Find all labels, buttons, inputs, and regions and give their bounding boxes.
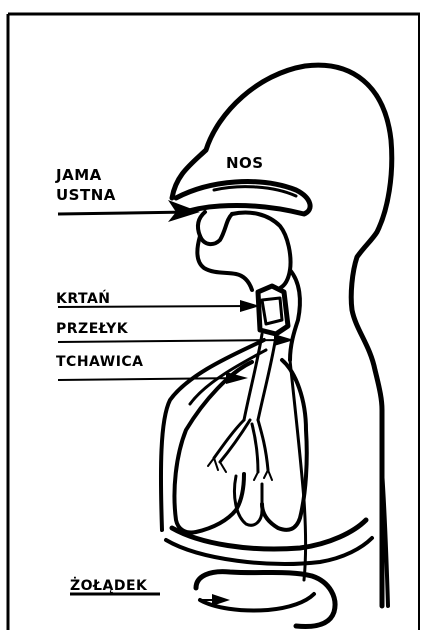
label-oral-cavity-line2: USTNA (56, 186, 116, 204)
bronchus-left (214, 420, 250, 462)
lung-left (174, 362, 252, 533)
diaphragm (172, 520, 366, 549)
mouth-tongue (198, 212, 232, 244)
label-nose: NOS (226, 154, 264, 172)
label-esophagus: PRZEŁYK (56, 321, 129, 337)
bronchus-right (252, 420, 268, 472)
label-oral-cavity-line1: JAMA (55, 166, 102, 184)
larynx-inner (262, 298, 282, 324)
label-trachea: TCHAWICA (56, 354, 144, 370)
label-larynx: KRTAŃ (56, 289, 111, 307)
throat-back (290, 270, 300, 360)
label-stomach: ŻOŁĄDEK (70, 577, 148, 594)
arrow-trachea (58, 372, 248, 384)
bronchioles (208, 458, 272, 480)
